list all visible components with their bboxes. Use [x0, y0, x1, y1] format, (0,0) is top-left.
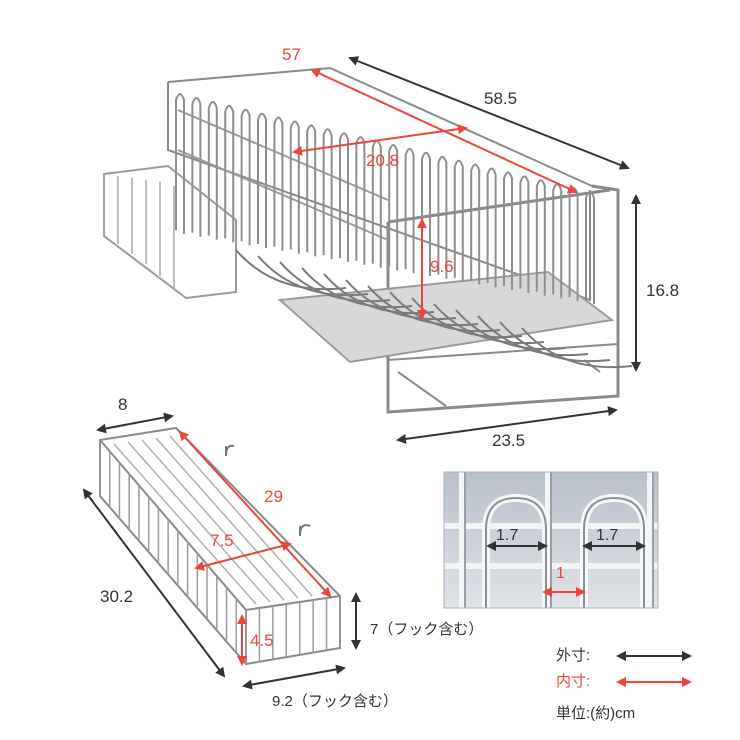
plate-wire	[257, 112, 267, 248]
rack-width-inner-label: 20.8	[366, 151, 400, 170]
basket-height-outer-label: 7（フック含む）	[370, 621, 484, 638]
plate-wire	[191, 96, 202, 237]
plate-curve	[345, 279, 457, 321]
basket-length-inner-arrow	[178, 430, 332, 598]
plate-wire	[224, 104, 235, 243]
plate-curve	[367, 285, 479, 327]
plate-wire	[355, 136, 366, 265]
plate-wire	[207, 100, 218, 240]
rack-width-inner-arrow	[292, 124, 468, 156]
basket-length-outer-arrow	[82, 488, 226, 678]
plate-wire	[322, 128, 333, 260]
plate-wire	[339, 132, 349, 262]
plate-wire	[240, 108, 251, 246]
plate-curve	[279, 261, 391, 303]
plate-wire	[273, 116, 284, 251]
basket-length-outer-label: 30.2	[100, 587, 134, 606]
closeup-hook-right-label: 1.7	[596, 527, 619, 544]
rack-length-outer-label: 58.5	[484, 89, 518, 108]
plate-wire	[486, 167, 497, 288]
plate-curve	[521, 327, 633, 369]
rack-height-inner-label: 9.6	[430, 257, 454, 276]
hook-closeup-photo	[443, 471, 659, 609]
plate-curve	[235, 249, 347, 291]
plate-curve	[477, 315, 589, 357]
basket-width-outer-arrow	[96, 412, 174, 434]
plate-curve	[257, 255, 369, 297]
plate-wire	[289, 120, 300, 254]
rack-depth-outer-arrow	[396, 406, 618, 444]
dish-rack-drawing	[103, 67, 620, 414]
rack-depth-outer-label: 23.5	[492, 431, 526, 450]
plate-curve	[389, 291, 501, 333]
plate-curve	[433, 303, 545, 345]
legend-unit-label: 単位:(約)cm	[556, 705, 636, 722]
plate-wire	[421, 151, 431, 276]
plate-curve	[499, 321, 611, 363]
plate-wire	[306, 124, 317, 257]
basket-bottom-outer-arrow	[242, 664, 346, 690]
closeup-hook-left-label: 1.7	[496, 527, 519, 544]
plate-wire	[585, 191, 595, 304]
rack-height-outer-label: 16.8	[646, 281, 680, 300]
basket-height-inner-label: 4.5	[250, 631, 274, 650]
legend-inner-label: 内寸:	[556, 673, 591, 690]
plate-wire	[175, 93, 185, 234]
legend-outer-label: 外寸:	[556, 647, 591, 664]
plate-wire	[404, 147, 415, 274]
basket-bottom-outer-label: 9.2（フック含む）	[272, 693, 398, 710]
rack-length-inner-label: 57	[282, 45, 301, 64]
basket-length-inner-label: 29	[264, 487, 283, 506]
plate-wire	[568, 187, 579, 302]
plate-wire	[453, 159, 464, 282]
closeup-gap-label: 1	[556, 565, 565, 582]
plate-curve	[455, 309, 567, 351]
basket-width-inner-label: 7.5	[210, 531, 234, 550]
basket-width-outer-label: 8	[118, 395, 128, 414]
plate-curve	[301, 267, 413, 309]
plate-wire	[470, 163, 481, 285]
